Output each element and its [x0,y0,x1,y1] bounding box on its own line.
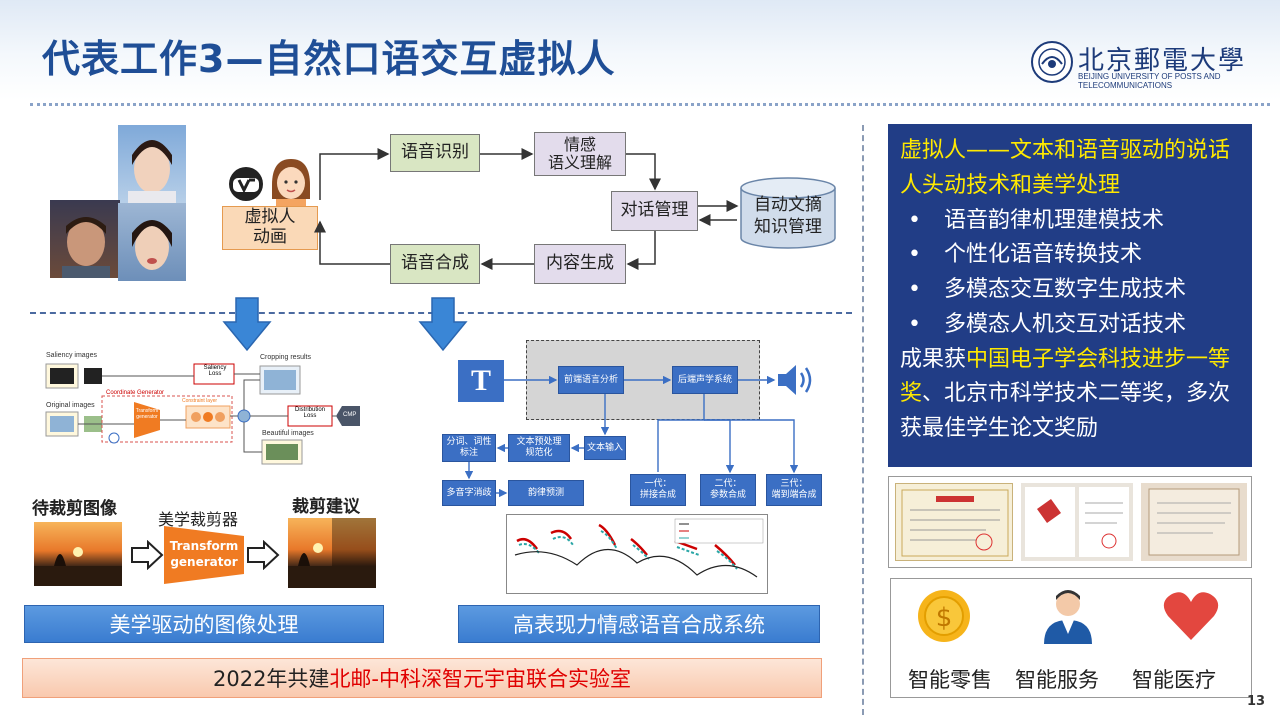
crop-suggestion-label: 裁剪建议 [292,497,360,517]
source-image [34,522,122,586]
app-smart-retail: 智能零售 [908,668,992,692]
word-segment-box: 分词、词性 标注 [442,434,496,462]
original-images-label: Original images [46,402,95,409]
heart-icon [1163,592,1219,640]
certificate-3 [1141,483,1247,561]
transform-generator-shape: Transform generator [164,526,244,584]
vertical-divider [862,125,864,715]
arrow-right-icon-1 [131,540,164,570]
avatar-cartoon-icon [272,159,310,207]
face-photo-2 [50,200,120,278]
university-logo-subtitle: BEIJING UNIVERSITY OF POSTS AND TELECOMM… [1078,72,1221,90]
down-arrow-right-icon [418,297,468,352]
gen3-box: 三代： 端到端合成 [766,474,822,506]
summary-bullet: •多模态人机交互对话技术 [908,311,1187,337]
pitch-contour-chart [506,514,768,594]
summary-bullet: •个性化语音转换技术 [908,242,1143,268]
arrow-right-icon-2 [247,540,280,570]
cropping-results-label: Cropping results [260,354,311,361]
nlg-box: 内容生成 [534,244,626,284]
joint-lab-name: 北邮-中科深智元宇宙联合实验室 [329,667,632,691]
cropped-image [288,518,376,588]
app-smart-healthcare: 智能医疗 [1132,668,1216,692]
nlu-box: 情感 语义理解 [534,132,626,176]
page-number: 13 [1247,694,1266,709]
saliency-loss-label: Saliency Loss [203,365,227,377]
flow-arrows [314,148,739,270]
frontend-analysis-box: 前端语言分析 [558,366,624,394]
speaker-icon [778,365,812,395]
down-arrow-left-icon [222,297,272,352]
certificates-panel [888,476,1252,568]
joint-lab-banner: 2022年共建北邮-中科深智元宇宙联合实验室 [22,658,822,698]
university-logo-text: 北京郵電大學 [1078,46,1247,76]
cropper-label: 美学裁剪器 [158,510,239,529]
distribution-loss-label: Distribution Loss [294,407,325,419]
beautiful-images-label: Beautiful images [262,430,314,437]
page-title: 代表工作3—自然口语交互虚拟人 [42,37,616,81]
app-smart-service: 智能服务 [1015,668,1099,692]
gen1-box: 一代： 拼接合成 [630,474,686,506]
tts-caption-bar: 高表现力情感语音合成系统 [458,605,820,643]
cmp-label: CMP [343,412,357,418]
university-emblem-icon [1031,41,1073,83]
avatar-animation-box: 虚拟人 动画 [222,206,318,250]
asr-box: 语音识别 [390,134,480,172]
coin-icon: $ [918,590,970,642]
aesthetic-caption-bar: 美学驱动的图像处理 [24,605,384,643]
text-t-icon: T [458,360,504,402]
transform-generator-small-label: Transform generator [135,408,159,420]
vr-headset-icon [229,167,263,201]
svg-text:$: $ [936,603,953,633]
service-person-icon [1044,590,1092,644]
polyphone-box: 多音字消歧 [442,480,496,506]
transform-generator-label: Transform generator [169,539,239,569]
face-photo-3 [118,203,186,281]
text-input-box: 文本输入 [584,436,626,460]
joint-lab-prefix: 2022年共建 [212,667,330,691]
constraint-layer-label: Constraint layer [182,398,218,404]
text-preprocess-box: 文本预处理 规范化 [508,434,570,462]
prosody-box: 韵律预测 [508,480,584,506]
summary-panel: 虚拟人——文本和语音驱动的说话人头动技术和美学处理 •语音韵律机理建模技术 •个… [888,124,1252,467]
summary-bullet: •多模态交互数字生成技术 [908,277,1187,302]
summary-title: 虚拟人——文本和语音驱动的说话人头动技术和美学处理 [900,138,1231,198]
backend-acoustic-box: 后端声学系统 [672,366,738,394]
to-crop-label: 待裁剪图像 [32,499,117,519]
award-text: 成果获中国电子学会科技进步一等奖、北京市科学技术二等奖，多次获最佳学生论文奖励 [900,346,1231,442]
certificate-1 [895,483,1013,561]
certificate-2 [1021,483,1133,561]
saliency-images-label: Saliency images [46,352,97,359]
knowledge-base-label: 自动文摘 知识管理 [754,195,822,238]
tts-arrows [464,375,799,498]
face-photo-1 [118,125,186,203]
coordinate-generator-label: Coordinate Generator [106,390,165,396]
knowledge-base-cylinder [740,177,836,249]
dialog-manager-box: 对话管理 [611,191,698,231]
cropping-network-diagram: Saliency images Saliency Loss Cropping r… [36,340,366,470]
tts-box: 语音合成 [390,244,480,284]
summary-bullet: •语音韵律机理建模技术 [908,207,1165,233]
gen2-box: 二代： 参数合成 [700,474,756,506]
header-divider [30,103,1270,106]
